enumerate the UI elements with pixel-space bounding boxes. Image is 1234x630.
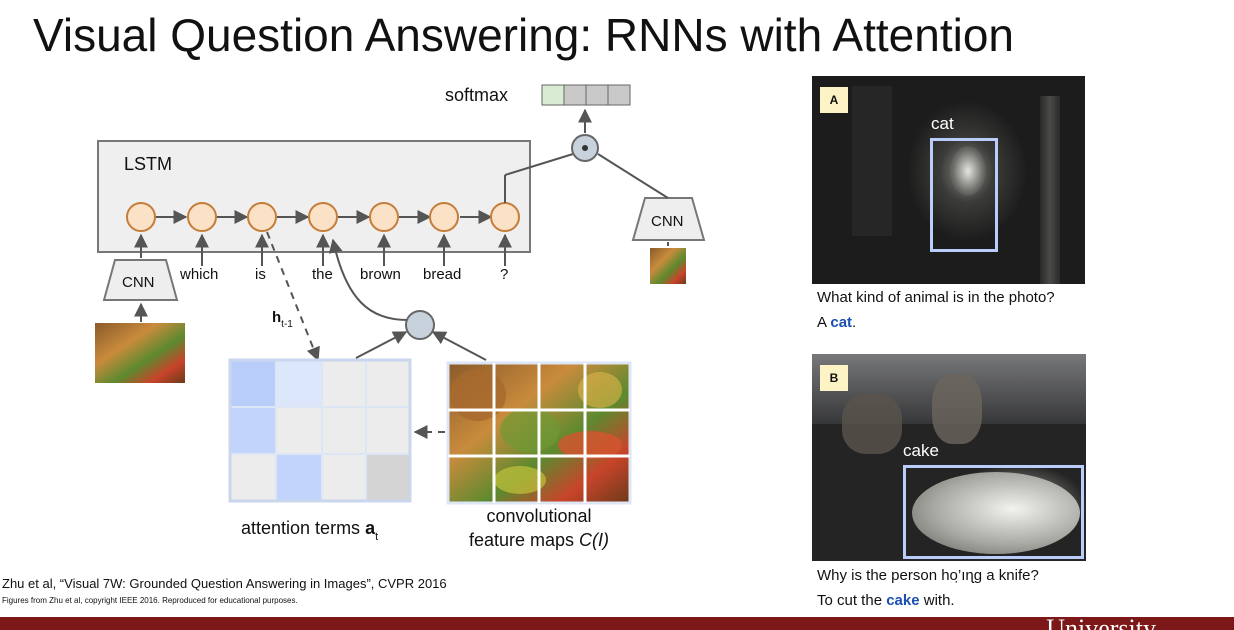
footer-university-text: University xyxy=(1046,616,1156,630)
cnn-right-label: CNN xyxy=(651,213,684,230)
example-b-bounding-box xyxy=(903,465,1084,559)
word-token: which xyxy=(179,266,218,283)
example-b-box-label: cake xyxy=(903,441,939,460)
example-b-tag: B xyxy=(820,365,848,391)
softmax-bar xyxy=(541,84,631,106)
word-token: brown xyxy=(360,266,401,283)
cnn-right-block xyxy=(631,197,706,241)
example-a-tag: A xyxy=(820,87,848,113)
cnn-left-label: CNN xyxy=(122,274,155,291)
example-a-bounding-box xyxy=(930,138,998,252)
footer-bar: University xyxy=(0,616,1234,630)
attention-terms-label: attention terms at xyxy=(241,518,378,543)
lstm-node xyxy=(369,202,399,232)
hidden-state-label: ht-1 xyxy=(272,309,293,330)
context-vector-arrow xyxy=(328,238,408,321)
attention-grid xyxy=(229,359,411,502)
example-b-question: Why is the person ho’̣ıɳɡ a knife? xyxy=(817,567,1039,584)
word-input-arrows xyxy=(134,233,512,266)
lstm-box xyxy=(97,140,531,253)
citation: Zhu et al, “Visual 7W: Grounded Question… xyxy=(2,576,447,591)
word-token: the xyxy=(312,266,333,283)
hidden-state-arrow xyxy=(266,231,320,362)
lstm-node xyxy=(247,202,277,232)
word-token: bread xyxy=(423,266,461,283)
lstm-node xyxy=(308,202,338,232)
feature-maps-label-line2: feature maps C(I) xyxy=(469,530,609,550)
example-a-box-label: cat xyxy=(931,114,954,133)
lstm-node xyxy=(490,202,520,232)
lstm-label: LSTM xyxy=(124,154,172,174)
example-a-answer: A cat. xyxy=(817,314,857,331)
feature-maps-label-line1: convolutional xyxy=(486,506,591,526)
example-b-image: B cake xyxy=(812,354,1086,561)
input-image-right xyxy=(650,248,686,284)
example-a-question: What kind of animal is in the photo? xyxy=(817,289,1055,306)
lstm-node xyxy=(126,202,156,232)
softmax-label: softmax xyxy=(445,85,508,105)
word-token: ? xyxy=(500,266,508,283)
figure-credit: Figures from Zhu et al, copyright IEEE 2… xyxy=(2,596,298,605)
cnn-left-block xyxy=(102,259,179,301)
slide-title: Visual Question Answering: RNNs with Att… xyxy=(33,9,1014,61)
example-a-image: A cat xyxy=(812,76,1085,284)
input-image-left xyxy=(95,323,185,383)
attention-combine-node xyxy=(405,310,435,340)
lstm-node xyxy=(429,202,459,232)
lstm-node xyxy=(187,202,217,232)
example-b-answer: To cut the cake with. xyxy=(817,592,955,609)
vqa-attention-diagram: softmax LSTM which i xyxy=(95,84,706,550)
word-token: is xyxy=(255,266,266,283)
